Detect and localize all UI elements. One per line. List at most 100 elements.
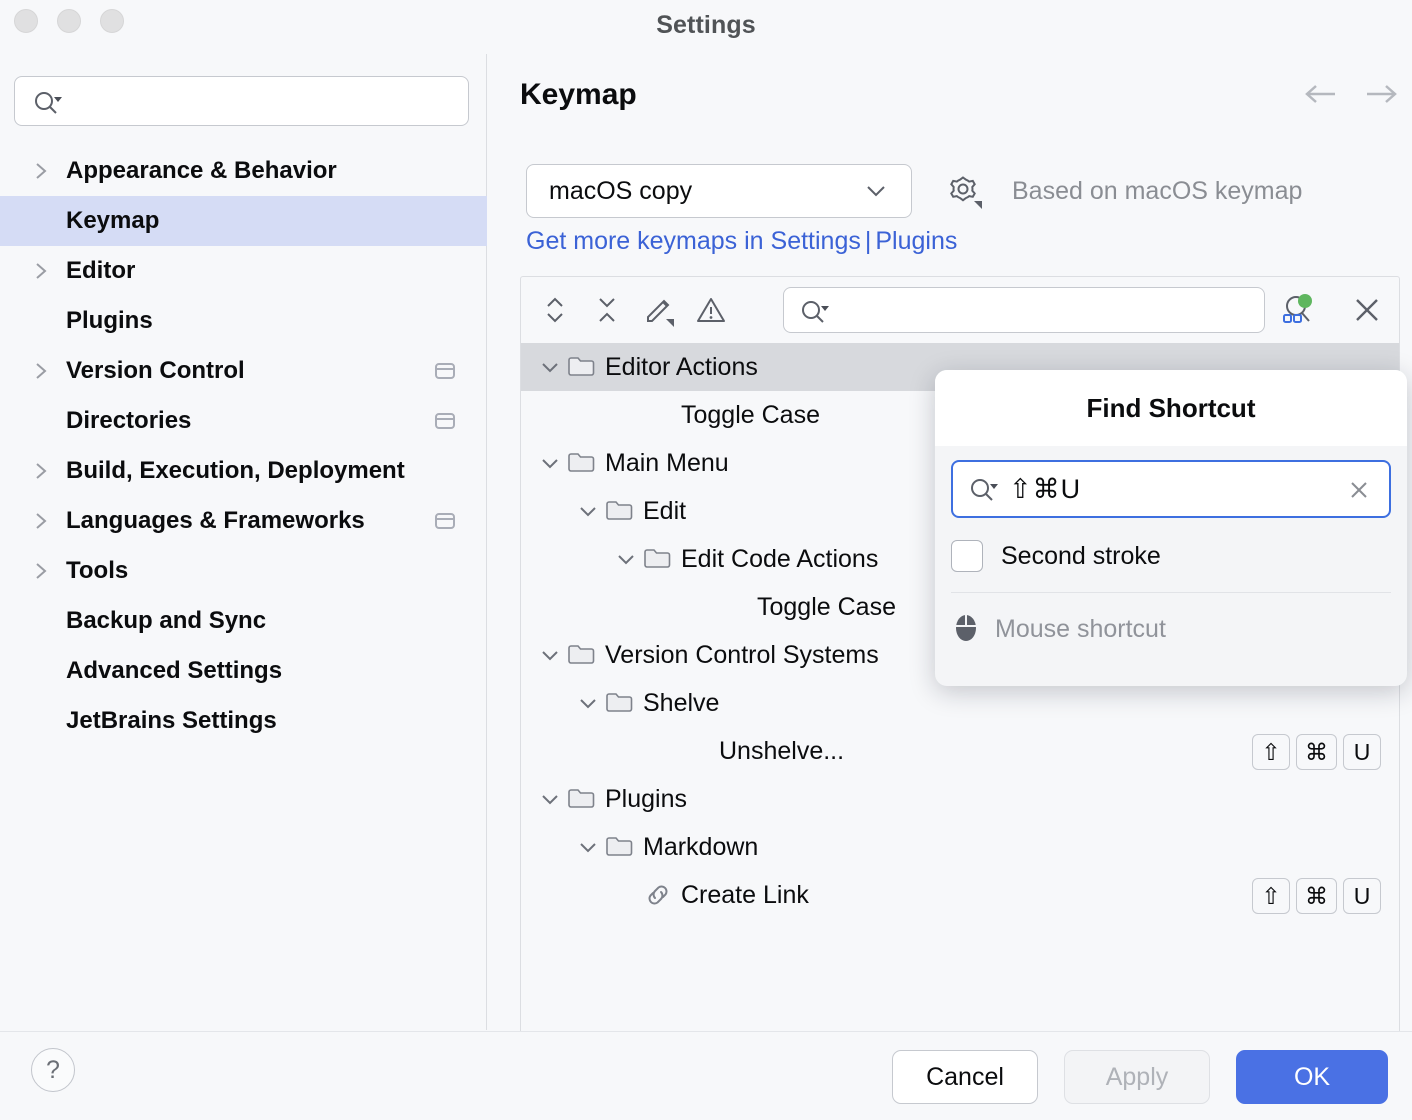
- sidebar-item-appearance-behavior[interactable]: Appearance & Behavior: [0, 146, 487, 196]
- tree-row[interactable]: Unshelve...⇧⌘U: [521, 727, 1399, 775]
- mouse-shortcut-label: Mouse shortcut: [995, 614, 1166, 643]
- sidebar-item-backup-and-sync[interactable]: Backup and Sync: [0, 596, 487, 646]
- tree-row-label: Shelve: [643, 688, 720, 717]
- chevron-right-icon[interactable]: [30, 496, 52, 546]
- sidebar-item-languages-frameworks[interactable]: Languages & Frameworks: [0, 496, 487, 546]
- shortcut-input[interactable]: ⇧⌘U: [951, 460, 1391, 518]
- tree-row-label: Edit: [643, 496, 687, 525]
- chevron-down-icon[interactable]: [577, 487, 599, 535]
- tree-row[interactable]: Main Menu: [521, 439, 1399, 487]
- mouse-icon: [953, 611, 979, 648]
- expand-all-icon[interactable]: [529, 284, 581, 336]
- chevron-down-icon[interactable]: [539, 775, 561, 823]
- chevron-right-icon[interactable]: [30, 546, 52, 596]
- folder-icon: [567, 439, 597, 487]
- chevron-down-icon[interactable]: [577, 823, 599, 871]
- folder-icon: [567, 775, 597, 823]
- chevron-down-icon[interactable]: [539, 343, 561, 391]
- popup-divider: [951, 592, 1391, 593]
- help-button[interactable]: ?: [31, 1048, 75, 1092]
- tree-row-label: Toggle Case: [757, 592, 896, 621]
- sidebar-item-plugins[interactable]: Plugins: [0, 296, 487, 346]
- page-title: Keymap: [520, 78, 637, 111]
- tree-row[interactable]: Plugins: [521, 775, 1399, 823]
- sidebar-item-tools[interactable]: Tools: [0, 546, 487, 596]
- collapse-all-icon[interactable]: [581, 284, 633, 336]
- tree-row[interactable]: Shelve: [521, 679, 1399, 727]
- chevron-down-icon[interactable]: [539, 631, 561, 679]
- keymap-select-value: macOS copy: [549, 176, 693, 205]
- sidebar-item-editor[interactable]: Editor: [0, 246, 487, 296]
- tree-row[interactable]: Markdown: [521, 823, 1399, 871]
- plugins-link[interactable]: Plugins: [875, 227, 958, 255]
- ok-button[interactable]: OK: [1236, 1050, 1388, 1104]
- project-scope-icon: [433, 346, 457, 396]
- clear-x-icon[interactable]: [1345, 476, 1373, 509]
- chevron-right-icon[interactable]: [30, 346, 52, 396]
- sidebar-item-label: Backup and Sync: [66, 607, 267, 634]
- minimize-window-button[interactable]: [57, 9, 81, 33]
- close-window-button[interactable]: [14, 9, 38, 33]
- search-icon: [969, 477, 999, 501]
- find-by-shortcut-icon[interactable]: [1271, 284, 1323, 336]
- tree-row[interactable]: Toggle Case: [521, 583, 1399, 631]
- chevron-down-icon[interactable]: [539, 439, 561, 487]
- chevron-down-icon[interactable]: [615, 535, 637, 583]
- tree-row[interactable]: Create Link⇧⌘U: [521, 871, 1399, 919]
- arrow-left-icon[interactable]: [1304, 82, 1338, 111]
- close-x-icon[interactable]: [1341, 284, 1393, 336]
- title-bar: Settings: [0, 0, 1412, 54]
- sidebar-item-build-execution-deployment[interactable]: Build, Execution, Deployment: [0, 446, 487, 496]
- question-mark-icon: ?: [46, 1055, 60, 1084]
- sidebar-item-advanced-settings[interactable]: Advanced Settings: [0, 646, 487, 696]
- tree-row-label: Plugins: [605, 784, 687, 813]
- sidebar-item-jetbrains-settings[interactable]: JetBrains Settings: [0, 696, 487, 746]
- window-title: Settings: [656, 11, 756, 39]
- navigation-arrows: [1304, 82, 1398, 111]
- sidebar-search-input[interactable]: [14, 76, 469, 126]
- sidebar-item-label: Keymap: [66, 207, 160, 234]
- shortcut-key: U: [1343, 734, 1381, 770]
- tree-row-label: Editor Actions: [605, 352, 758, 381]
- sidebar-item-version-control[interactable]: Version Control: [0, 346, 487, 396]
- chevron-right-icon[interactable]: [30, 146, 52, 196]
- chevron-right-icon[interactable]: [30, 446, 52, 496]
- second-stroke-label: Second stroke: [1001, 541, 1161, 570]
- project-scope-icon: [433, 396, 457, 446]
- traffic-lights: [14, 9, 124, 33]
- sidebar-item-label: Build, Execution, Deployment: [66, 457, 405, 484]
- get-more-keymaps-link[interactable]: Get more keymaps in Settings: [526, 227, 861, 255]
- mouse-shortcut-row[interactable]: Mouse shortcut: [935, 593, 1407, 665]
- keymap-settings-gear-button[interactable]: [944, 171, 984, 211]
- zoom-window-button[interactable]: [100, 9, 124, 33]
- tree-row-label: Version Control Systems: [605, 640, 879, 669]
- search-icon: [33, 90, 63, 114]
- arrow-right-icon[interactable]: [1364, 82, 1398, 111]
- second-stroke-checkbox[interactable]: [951, 540, 983, 572]
- chevron-down-icon[interactable]: [577, 679, 599, 727]
- tree-row-label: Toggle Case: [681, 400, 820, 429]
- keymap-select[interactable]: macOS copy: [526, 164, 912, 218]
- tree-search-input[interactable]: [783, 287, 1265, 333]
- edit-pencil-dropdown-icon[interactable]: [633, 284, 685, 336]
- find-shortcut-popup: Find Shortcut ⇧⌘U Second stroke: [935, 370, 1407, 686]
- second-stroke-row[interactable]: Second stroke: [951, 534, 1391, 578]
- get-more-keymaps-row: Get more keymaps in Settings|Plugins: [526, 227, 957, 256]
- sidebar-item-directories[interactable]: Directories: [0, 396, 487, 446]
- tree-row-label: Main Menu: [605, 448, 729, 477]
- tree-row[interactable]: Version Control Systems: [521, 631, 1399, 679]
- tree-row[interactable]: Toggle Case: [521, 391, 1399, 439]
- folder-icon: [567, 631, 597, 679]
- keymap-tree-toolbar: [521, 277, 1399, 343]
- tree-row[interactable]: Edit Code Actions: [521, 535, 1399, 583]
- tree-row[interactable]: Edit: [521, 487, 1399, 535]
- sidebar-item-keymap[interactable]: Keymap: [0, 196, 487, 246]
- warning-triangle-icon[interactable]: [685, 284, 737, 336]
- apply-button[interactable]: Apply: [1064, 1050, 1210, 1104]
- chevron-right-icon[interactable]: [30, 246, 52, 296]
- keymap-selector-row: macOS copy Based on macOS keymap: [526, 164, 1302, 218]
- cancel-button[interactable]: Cancel: [892, 1050, 1038, 1104]
- shortcut-input-value: ⇧⌘U: [1009, 473, 1082, 504]
